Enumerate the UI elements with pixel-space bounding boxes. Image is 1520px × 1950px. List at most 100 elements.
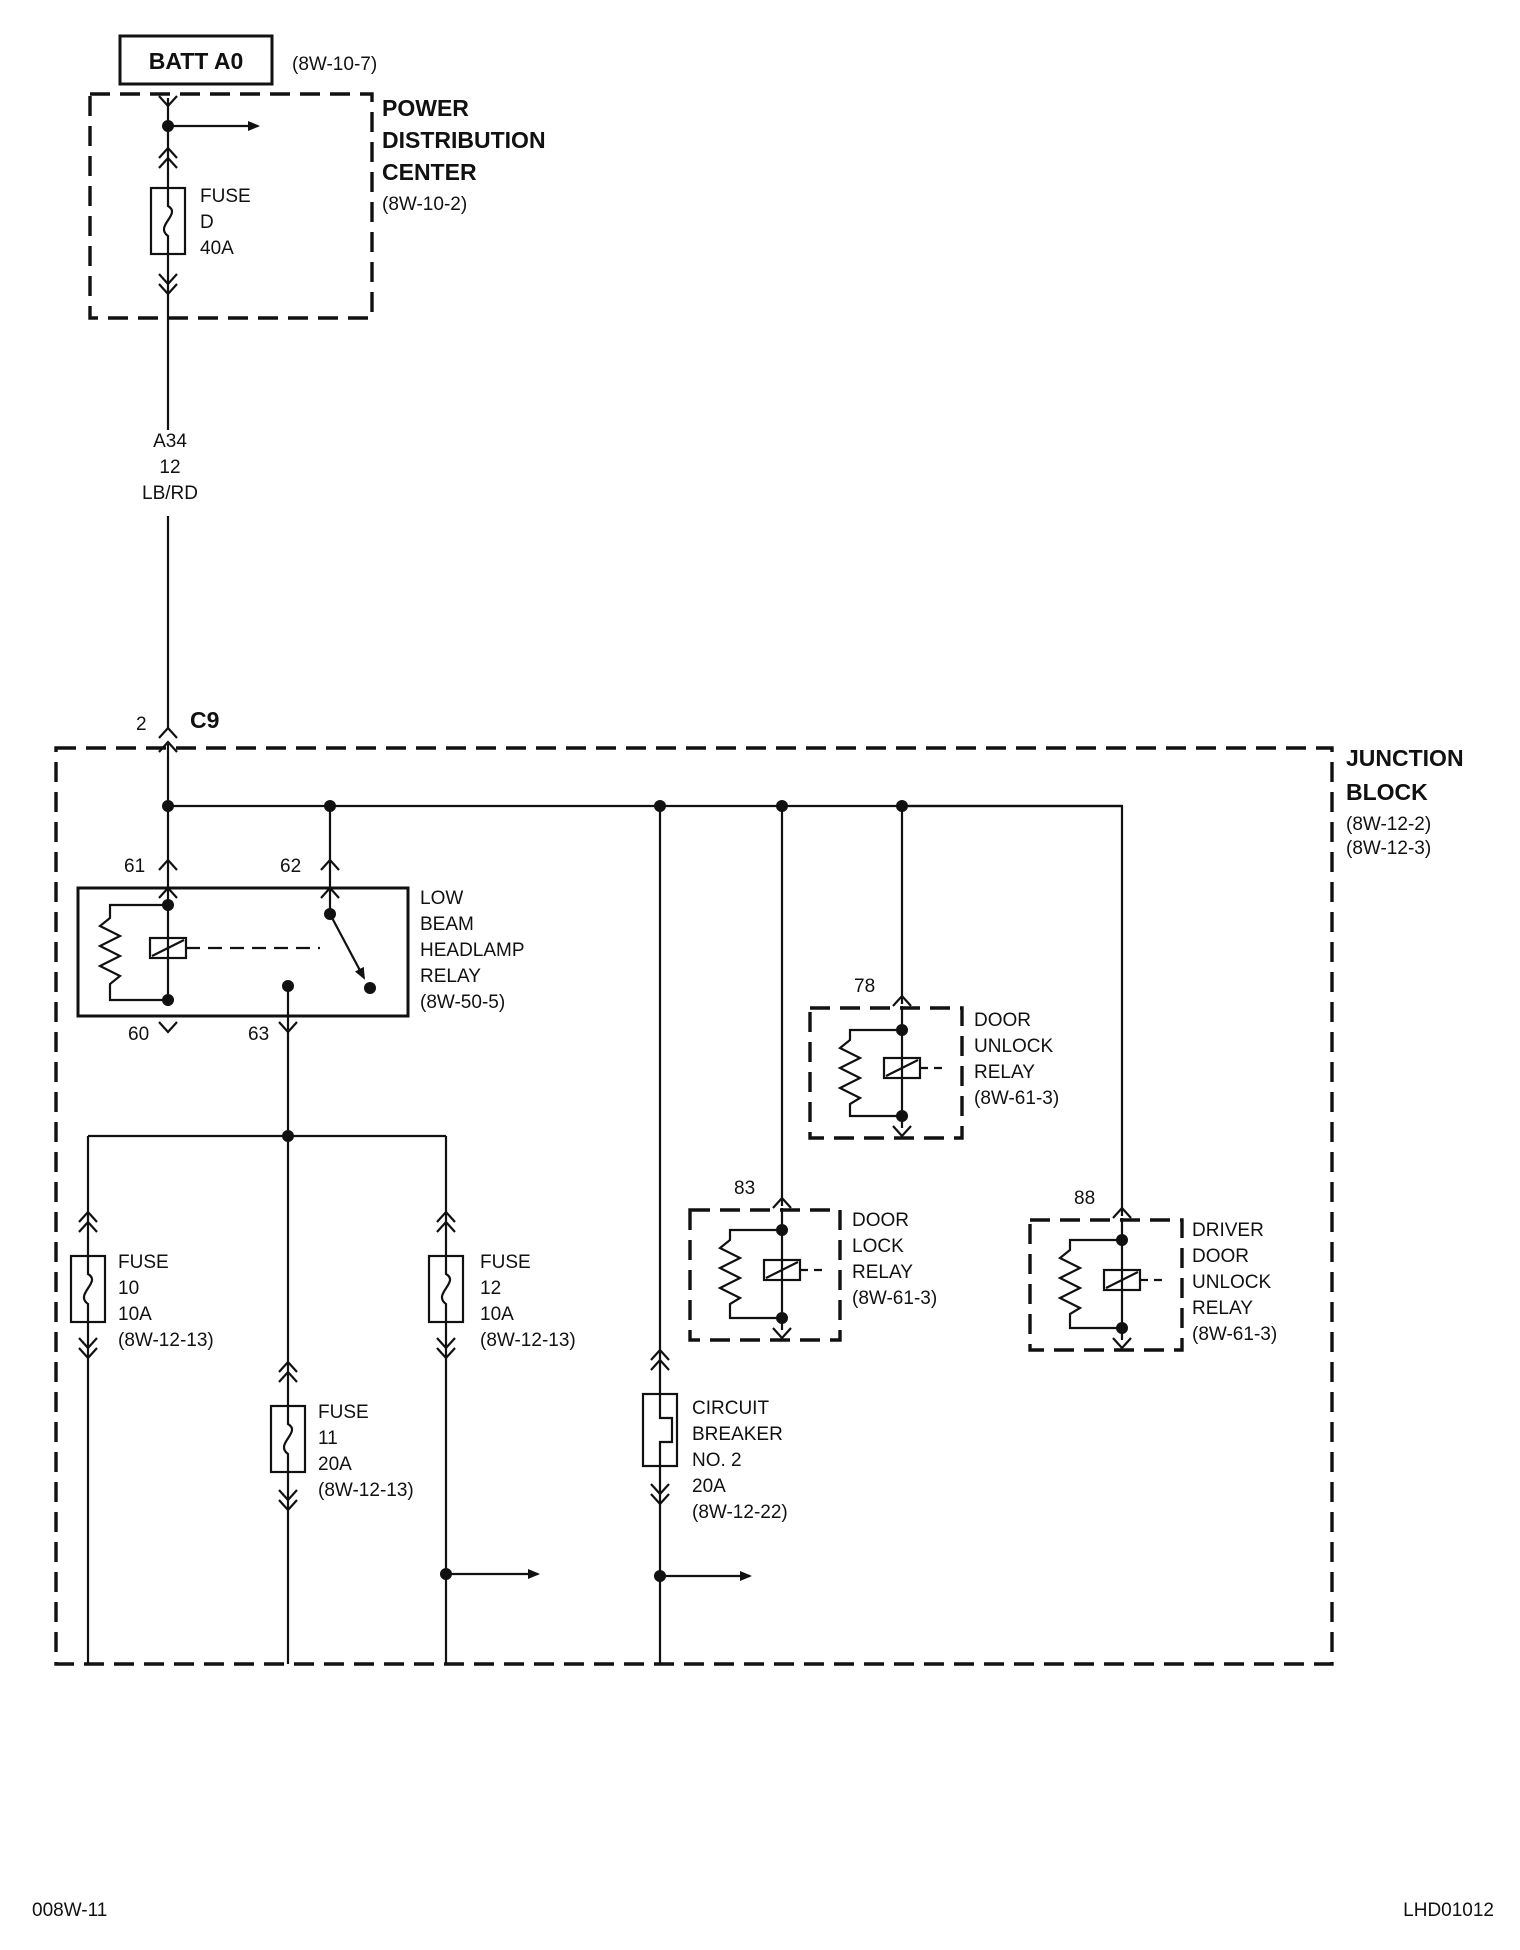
fuse-d-chevron-top-1 <box>158 146 178 159</box>
door-lock-relay-coil-slash <box>765 1261 799 1279</box>
fuse-d-chevron-bottom-1 <box>158 273 178 286</box>
driver-door-unlock-relay-feed <box>902 804 1124 1216</box>
junction-block-ref-2: (8W-12-3) <box>1346 838 1431 859</box>
wire-a34-gauge: 12 <box>159 457 180 478</box>
door-unlock-relay-label-2: UNLOCK <box>974 1036 1054 1057</box>
door-unlock-relay-pin: 78 <box>854 976 875 997</box>
fuse-d-chevron-top-2 <box>158 156 178 169</box>
circuit-breaker-line-2: BREAKER <box>692 1424 783 1445</box>
pin-61-chevron <box>158 858 178 871</box>
low-beam-resistor <box>97 903 168 1002</box>
door-lock-relay-chevron-out <box>772 1327 792 1340</box>
circuit-breaker-chevron-top-1 <box>650 1348 670 1361</box>
fuse-10-line-4: (8W-12-13) <box>118 1330 214 1351</box>
circuit-breaker-chevron-top-2 <box>650 1358 670 1371</box>
fuse-d-line-2: D <box>200 212 214 233</box>
driver-door-unlock-relay-label-1: DRIVER <box>1192 1220 1264 1241</box>
circuit-breaker-line-4: 20A <box>692 1476 726 1497</box>
low-beam-relay-label-3: HEADLAMP <box>420 940 525 961</box>
batt-a0-box <box>118 34 274 86</box>
pin-62-label: 62 <box>280 856 301 877</box>
pdc-ref: (8W-10-2) <box>382 194 467 215</box>
junction-block-title-2: BLOCK <box>1346 779 1428 805</box>
batt-a0-ref: (8W-10-7) <box>292 54 377 75</box>
circuit-breaker-line-3: NO. 2 <box>692 1450 742 1471</box>
pin-62-chevron <box>320 858 340 871</box>
pdc-title: POWER DISTRIBUTION CENTER (8W-10-2) <box>382 95 546 215</box>
low-beam-relay-label-1: LOW <box>420 888 463 909</box>
door-unlock-relay-coil-slash <box>885 1059 919 1077</box>
driver-door-unlock-relay-label-3: UNLOCK <box>1192 1272 1272 1293</box>
low-beam-relay-box <box>76 886 410 1018</box>
fuse-10-symbol <box>69 1254 107 1324</box>
fuse-10-chevron-top-1 <box>78 1210 98 1223</box>
driver-door-unlock-relay-resistor <box>1057 1238 1122 1330</box>
junction-block-title-1: JUNCTION <box>1346 745 1464 771</box>
door-unlock-relay-label-3: RELAY <box>974 1062 1035 1083</box>
door-unlock-relay-label-1: DOOR <box>974 1010 1031 1031</box>
c9-connector-label: C9 <box>190 707 219 733</box>
fuse-10-chevron-top-2 <box>78 1220 98 1233</box>
footer-page-code: 008W-11 <box>32 1900 107 1921</box>
driver-door-unlock-relay-label-5: (8W-61-3) <box>1192 1324 1277 1345</box>
batt-a0-label: BATT A0 <box>149 48 244 74</box>
fuse-11-symbol <box>269 1404 307 1474</box>
door-lock-relay-label-2: LOCK <box>852 1236 904 1257</box>
fuse-11-chevron-top-2 <box>278 1370 298 1383</box>
circuit-breaker-symbol <box>641 1392 679 1468</box>
fuse-11-line-4: (8W-12-13) <box>318 1480 414 1501</box>
fuse-11-line-2: 11 <box>318 1428 338 1449</box>
door-unlock-relay-resistor <box>837 1028 902 1118</box>
relay-switch-arm <box>329 913 365 980</box>
driver-door-unlock-relay-coil-slash <box>1105 1271 1139 1289</box>
power-distribution-center-box <box>88 92 374 320</box>
junction-block-ref-1: (8W-12-2) <box>1346 814 1431 835</box>
circuit-breaker-line-1: CIRCUIT <box>692 1398 769 1419</box>
door-lock-relay-box <box>688 1208 842 1342</box>
low-beam-relay-label-5: (8W-50-5) <box>420 992 505 1013</box>
pdc-title-line-3: CENTER <box>382 159 477 185</box>
door-lock-relay-label-3: RELAY <box>852 1262 913 1283</box>
footer-figure-id: LHD01012 <box>1403 1900 1494 1921</box>
fuse-12-chevron-top-2 <box>436 1220 456 1233</box>
door-lock-relay-chevron-in <box>772 1196 792 1209</box>
fuse-12-line-1: FUSE <box>480 1252 531 1273</box>
door-lock-relay-label-1: DOOR <box>852 1210 909 1231</box>
fuse-d-line-3: 40A <box>200 238 234 259</box>
door-unlock-relay-chevron-out <box>892 1125 912 1138</box>
fuse-10-line-1: FUSE <box>118 1252 169 1273</box>
relay-switch-contact <box>364 982 376 994</box>
pin-63-label: 63 <box>248 1024 269 1045</box>
fuse-10-line-3: 10A <box>118 1304 152 1325</box>
low-beam-coil-slash <box>151 939 185 957</box>
door-unlock-relay-label-4: (8W-61-3) <box>974 1088 1059 1109</box>
door-unlock-relay-chevron-in <box>892 994 912 1007</box>
door-lock-relay-pin: 83 <box>734 1178 755 1199</box>
pin-60-label: 60 <box>128 1024 149 1045</box>
fuse-12-line-3: 10A <box>480 1304 514 1325</box>
door-lock-relay-resistor <box>717 1228 782 1320</box>
driver-door-unlock-relay-label-4: RELAY <box>1192 1298 1253 1319</box>
low-beam-relay-label-2: BEAM <box>420 914 474 935</box>
fuse-12-chevron-top-1 <box>436 1210 456 1223</box>
fuse-10-line-2: 10 <box>118 1278 139 1299</box>
fuse-d-symbol <box>149 186 187 256</box>
pin-60-chevron <box>158 1021 178 1034</box>
driver-door-unlock-relay-label-2: DOOR <box>1192 1246 1249 1267</box>
wire-a34-name: A34 <box>153 431 187 452</box>
c9-chevron-1 <box>158 726 178 739</box>
fuse-12-line-4: (8W-12-13) <box>480 1330 576 1351</box>
pdc-title-line-2: DISTRIBUTION <box>382 127 546 153</box>
fuse-12-line-2: 12 <box>480 1278 501 1299</box>
door-unlock-relay-box <box>808 1006 964 1140</box>
c9-pin-label: 2 <box>136 714 147 735</box>
wire-a34-color: LB/RD <box>142 483 198 504</box>
pin-61-label: 61 <box>124 856 145 877</box>
fuse-12-symbol <box>427 1254 465 1324</box>
door-lock-relay-label-4: (8W-61-3) <box>852 1288 937 1309</box>
junction-block-box <box>54 746 1334 1666</box>
pdc-title-line-1: POWER <box>382 95 469 121</box>
fuse-11-line-3: 20A <box>318 1454 352 1475</box>
fuse-d-line-1: FUSE <box>200 186 251 207</box>
